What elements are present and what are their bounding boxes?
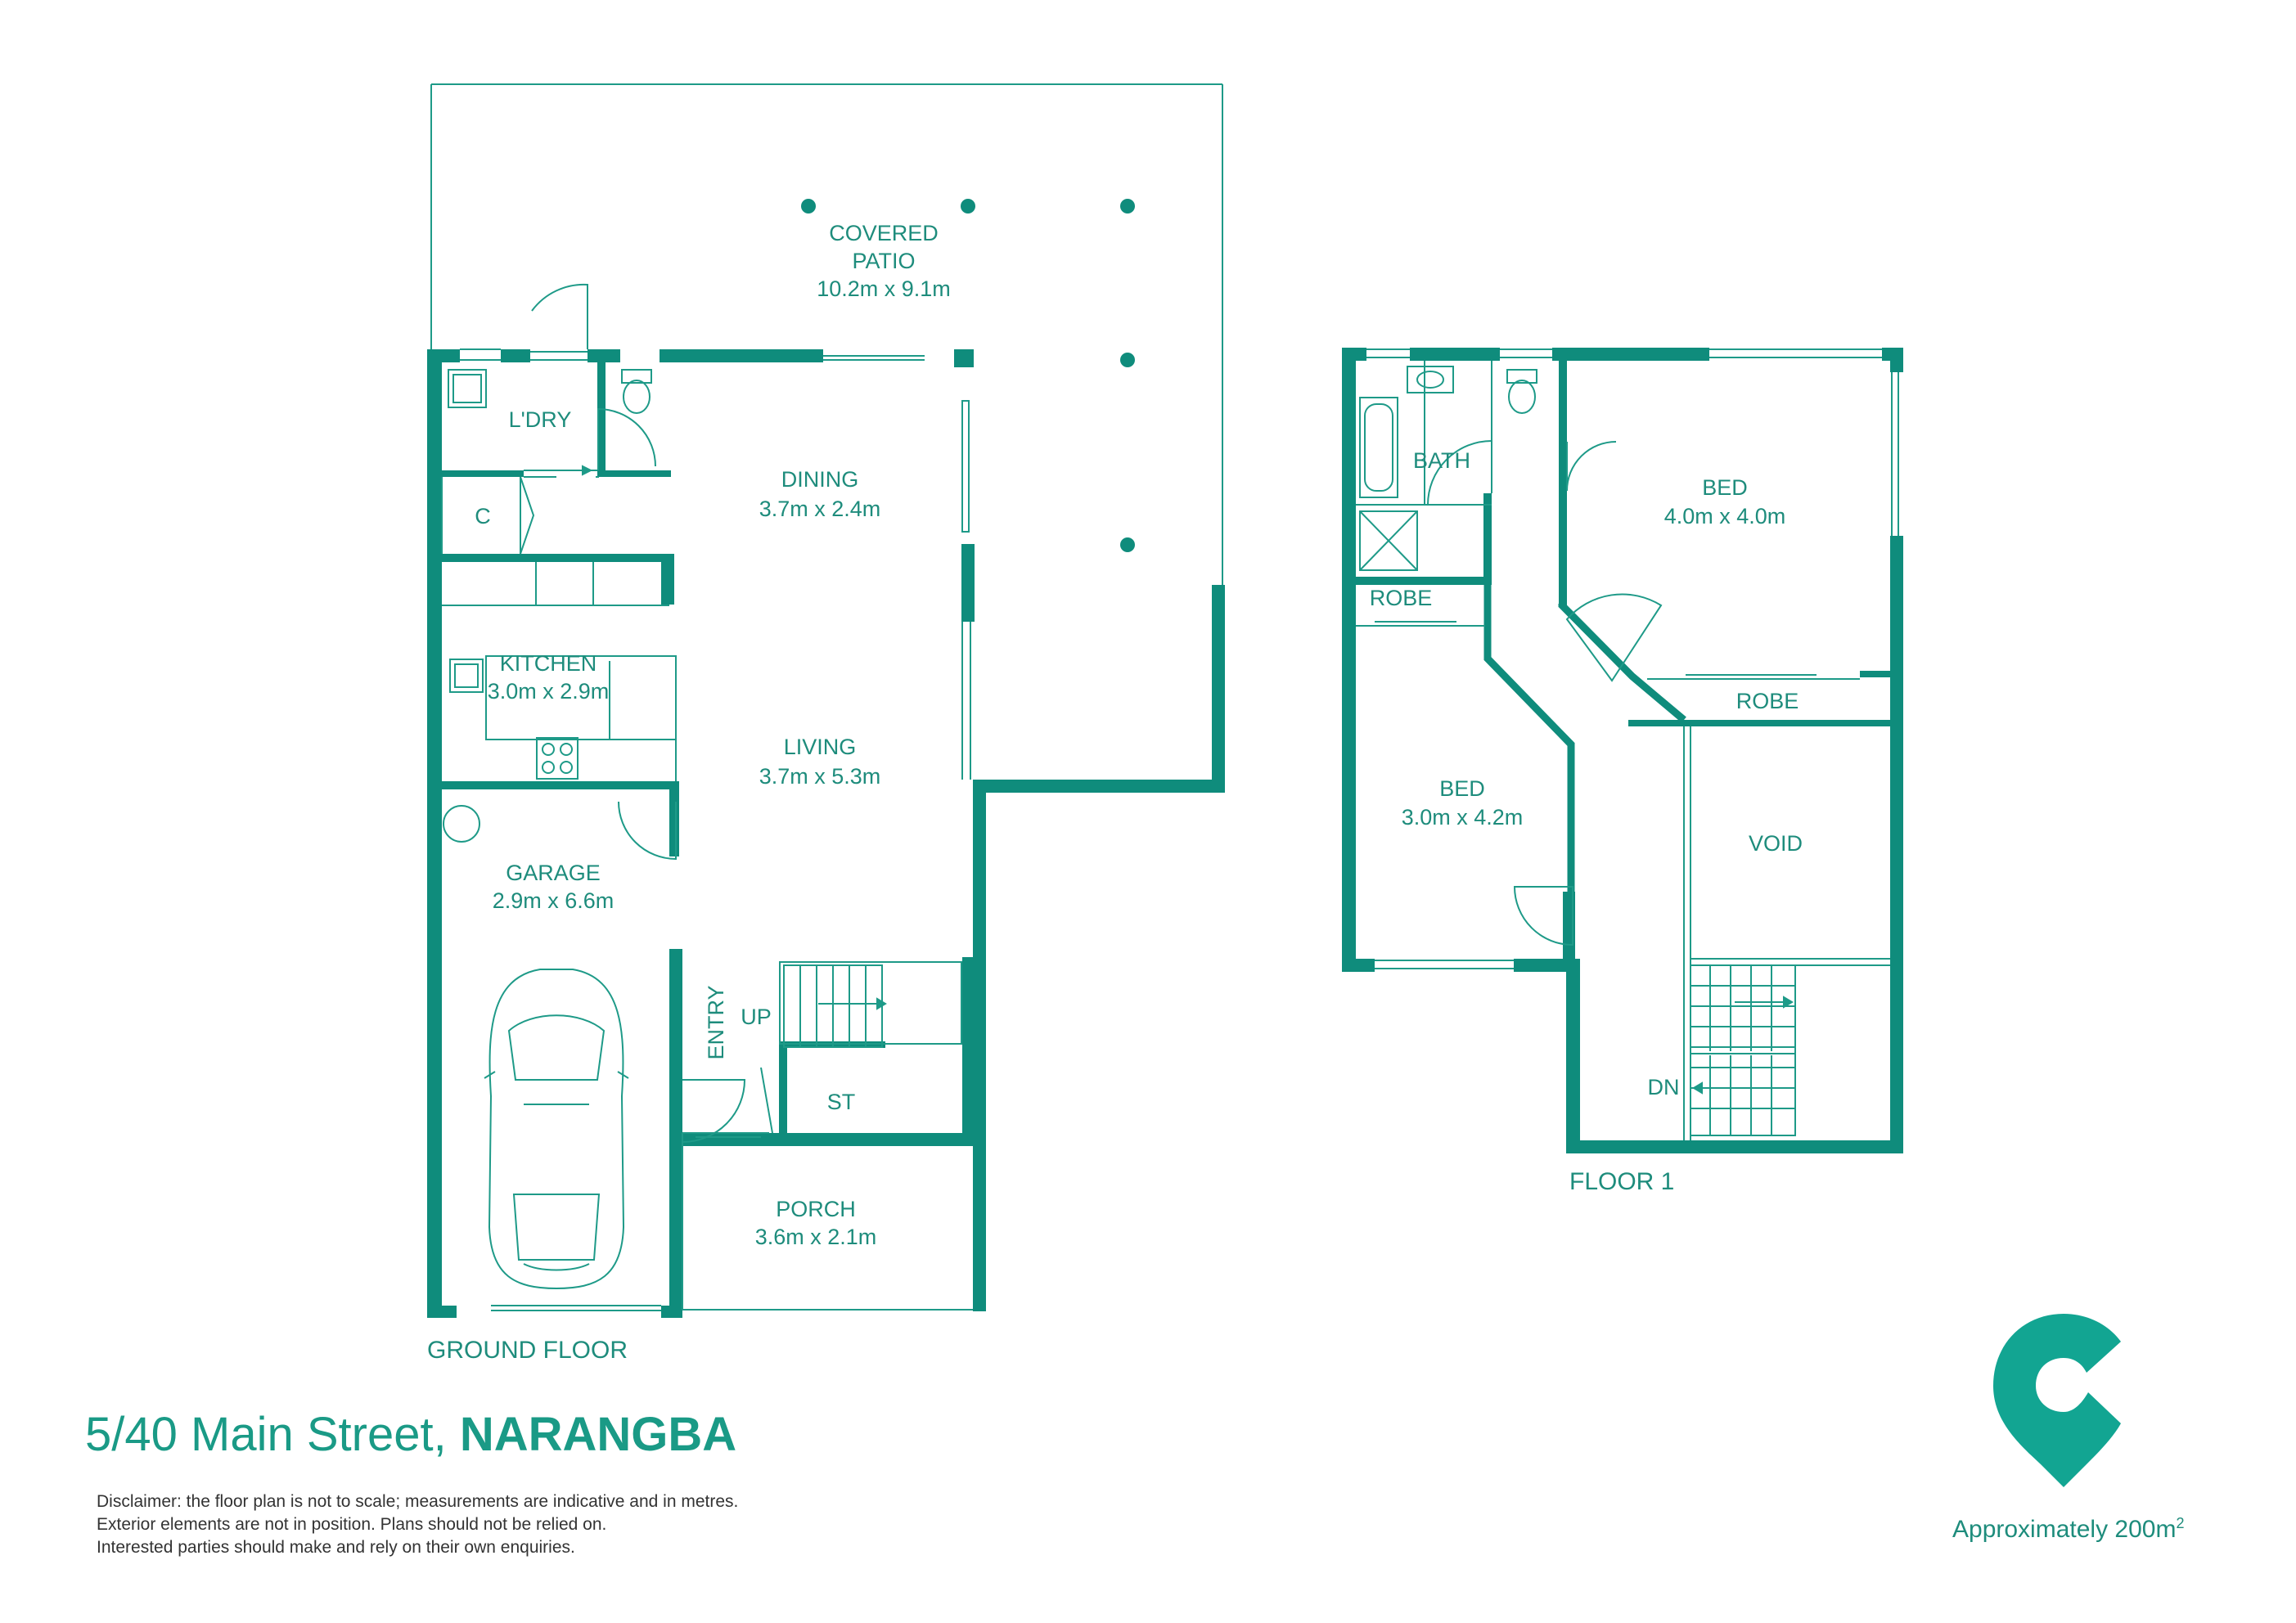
dining-size: 3.7m x 2.4m: [759, 497, 881, 521]
garage-label: GARAGE: [506, 861, 601, 885]
ground-floor-walls: [427, 349, 1225, 1318]
bed-second-label: BED: [1439, 776, 1485, 801]
bed-main-label: BED: [1702, 475, 1748, 500]
stairs-down-label: DN: [1648, 1075, 1680, 1099]
entry-label: ENTRY: [704, 985, 728, 1059]
kitchen-size: 3.0m x 2.9m: [488, 679, 610, 704]
disclaimer-line: Disclaimer: the floor plan is not to sca…: [97, 1492, 739, 1511]
ground-floor-label: GROUND FLOOR: [427, 1337, 628, 1364]
bed-second-size: 3.0m x 4.2m: [1402, 805, 1524, 829]
void-label: VOID: [1749, 831, 1803, 856]
floor-1-labels: BATH ROBE BED 4.0m x 4.0m ROBE BED 3.0m …: [1370, 448, 1803, 1195]
ground-floor-plan: COVERED PATIO 10.2m x 9.1m L'DRY C DININ…: [427, 83, 1225, 1364]
property-suburb: NARANGBA: [459, 1408, 737, 1461]
floor-1-walls: [1342, 348, 1903, 1153]
area-unit-superscript: 2: [2176, 1515, 2185, 1531]
dining-label: DINING: [781, 467, 859, 492]
floor-1-thin-lines: [1356, 348, 1899, 1140]
ground-floor-doors: [520, 283, 773, 1143]
covered-patio-outline: [430, 83, 1223, 587]
ground-floor-labels: COVERED PATIO 10.2m x 9.1m L'DRY C DININ…: [427, 221, 951, 1364]
robe-left-label: ROBE: [1370, 586, 1433, 610]
car-icon: [484, 969, 629, 1290]
patio-posts: [801, 199, 1135, 552]
laundry-label: L'DRY: [509, 407, 572, 432]
floor-1-plan: BATH ROBE BED 4.0m x 4.0m ROBE BED 3.0m …: [1342, 348, 1903, 1195]
kitchen-label: KITCHEN: [500, 651, 597, 676]
floor-1-label: FLOOR 1: [1569, 1168, 1674, 1195]
living-size: 3.7m x 5.3m: [759, 764, 881, 789]
approximate-area: Approximately 200m2: [1952, 1515, 2184, 1544]
disclaimer-line: Interested parties should make and rely …: [97, 1538, 575, 1557]
porch-label: PORCH: [776, 1197, 856, 1221]
living-label: LIVING: [784, 735, 857, 759]
covered-patio-name-line2: PATIO: [852, 249, 915, 273]
bath-label: BATH: [1413, 448, 1470, 473]
property-address: 5/40 Main Street,: [85, 1408, 460, 1461]
floor-1-corridor-walls: [1483, 583, 1686, 892]
disclaimer: Disclaimer: the floor plan is not to sca…: [97, 1490, 738, 1559]
floor-1-doors: [1426, 434, 1663, 946]
storage-label: ST: [827, 1090, 856, 1114]
bed-main-size: 4.0m x 4.0m: [1664, 504, 1786, 528]
disclaimer-line: Exterior elements are not in position. P…: [97, 1515, 607, 1534]
covered-patio-name-line1: COVERED: [829, 221, 939, 245]
covered-patio-size: 10.2m x 9.1m: [817, 276, 951, 301]
ground-floor-fixtures: [443, 369, 652, 843]
cupboard-label: C: [475, 504, 491, 528]
location-pin-c-logo-icon: [1993, 1314, 2121, 1487]
ground-floor-thin-lines: [441, 348, 973, 1311]
approximate-area-text: Approximately 200m: [1952, 1516, 2177, 1543]
porch-size: 3.6m x 2.1m: [755, 1225, 877, 1249]
stairs-up-label: UP: [741, 1005, 772, 1029]
garage-size: 2.9m x 6.6m: [493, 888, 615, 913]
robe-right-label: ROBE: [1736, 689, 1799, 713]
property-title: 5/40 Main Street, NARANGBA: [85, 1407, 736, 1462]
